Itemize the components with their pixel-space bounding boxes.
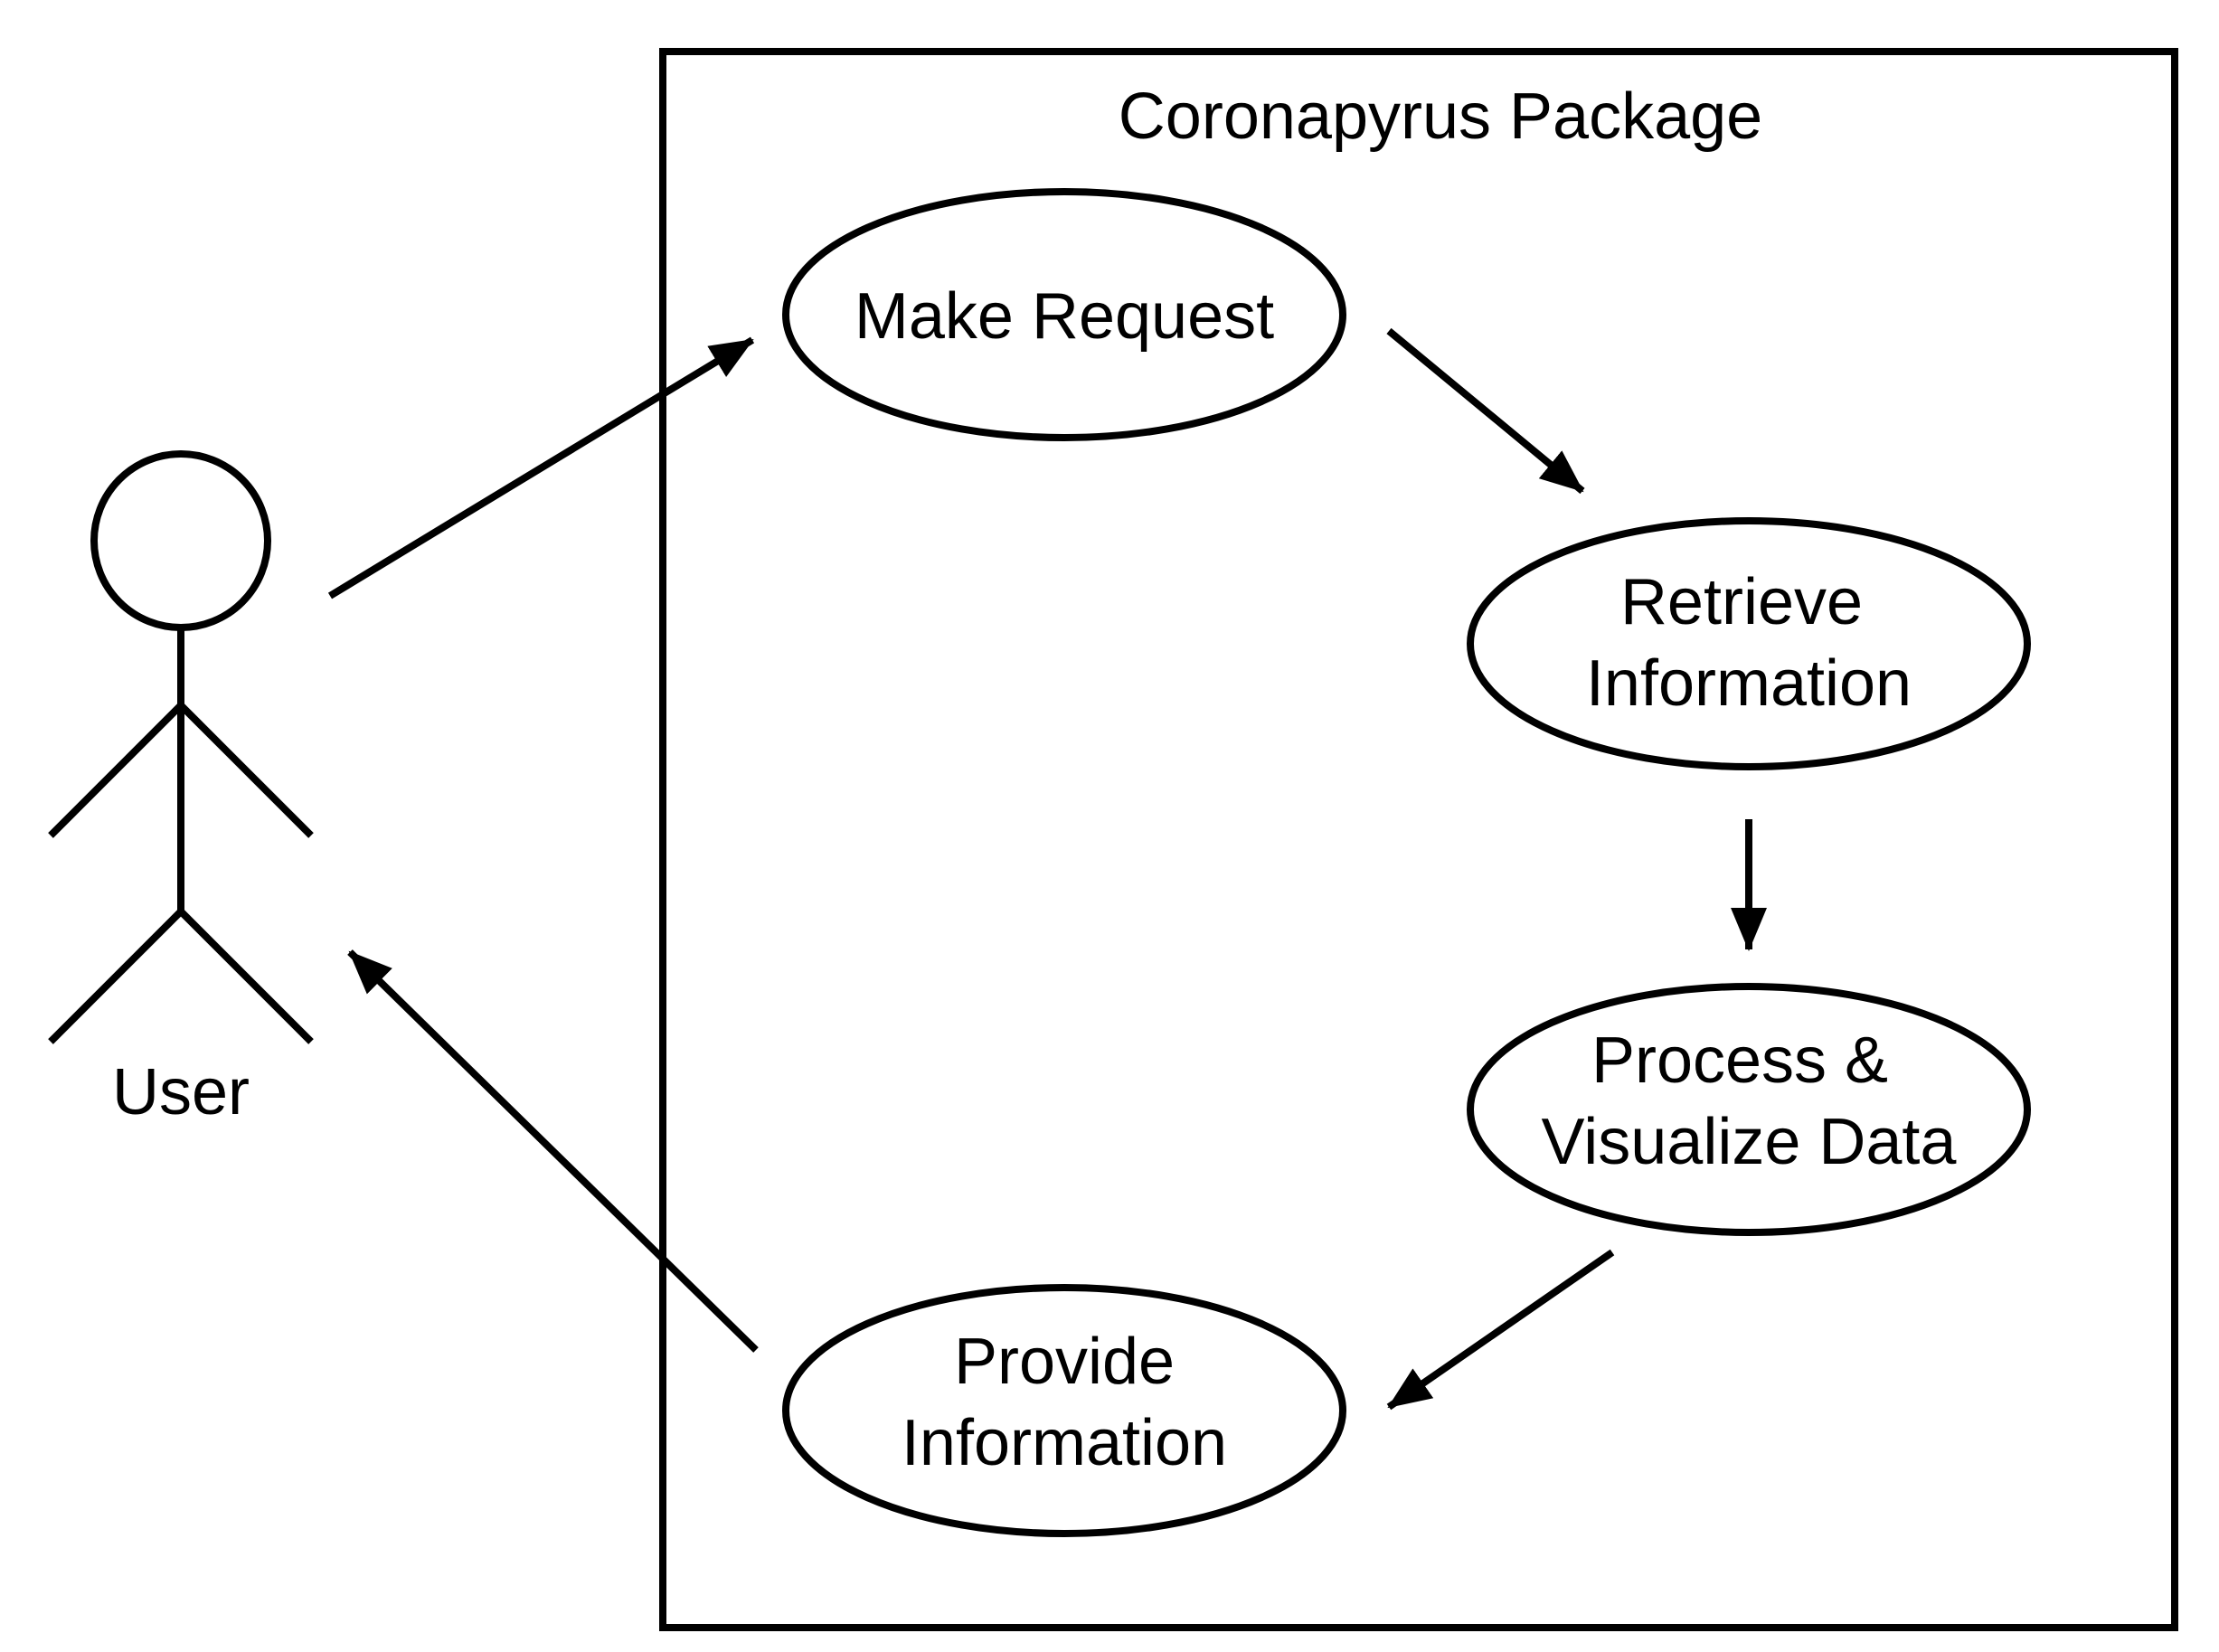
use-case-retrieve-information: Retrieve Information <box>1467 517 2031 770</box>
actor-user: User <box>48 450 314 1128</box>
actor-left-arm <box>48 703 184 838</box>
actor-right-leg <box>178 909 314 1044</box>
use-case-ellipse <box>1467 983 2031 1236</box>
use-case-provide-information: Provide Information <box>782 1284 1346 1537</box>
system-boundary <box>659 48 2178 1631</box>
use-case-label-line-2: Visualize Data <box>1542 1106 1958 1178</box>
arrow-process-to-provide <box>1386 1249 1615 1411</box>
use-case-ellipse <box>1467 517 2031 770</box>
use-case-label-line-1: Retrieve <box>1620 566 1863 638</box>
arrow-make-request-to-retrieve <box>1386 327 1585 495</box>
use-case-ellipse <box>782 1284 1346 1537</box>
arrow-user-to-make-request <box>327 336 755 599</box>
actor-label: User <box>112 1056 250 1128</box>
use-case-label-line-2: Information <box>1586 647 1912 720</box>
use-case-label-line-1: Process & <box>1591 1024 1888 1097</box>
actor-left-leg <box>48 909 184 1044</box>
system-title: Coronapyrus Package <box>1119 80 1762 153</box>
use-case-make-request: Make Request <box>782 188 1346 441</box>
arrow-provide-to-user <box>347 949 759 1353</box>
use-case-label-line-2: Information <box>902 1407 1227 1479</box>
actor-head <box>90 450 271 631</box>
use-case-ellipse <box>782 188 1346 441</box>
actor-right-arm <box>178 703 314 838</box>
use-case-process-visualize-data: Process & Visualize Data <box>1467 983 2031 1236</box>
use-case-label-line-1: Provide <box>954 1326 1175 1398</box>
use-case-label: Make Request <box>855 280 1274 353</box>
